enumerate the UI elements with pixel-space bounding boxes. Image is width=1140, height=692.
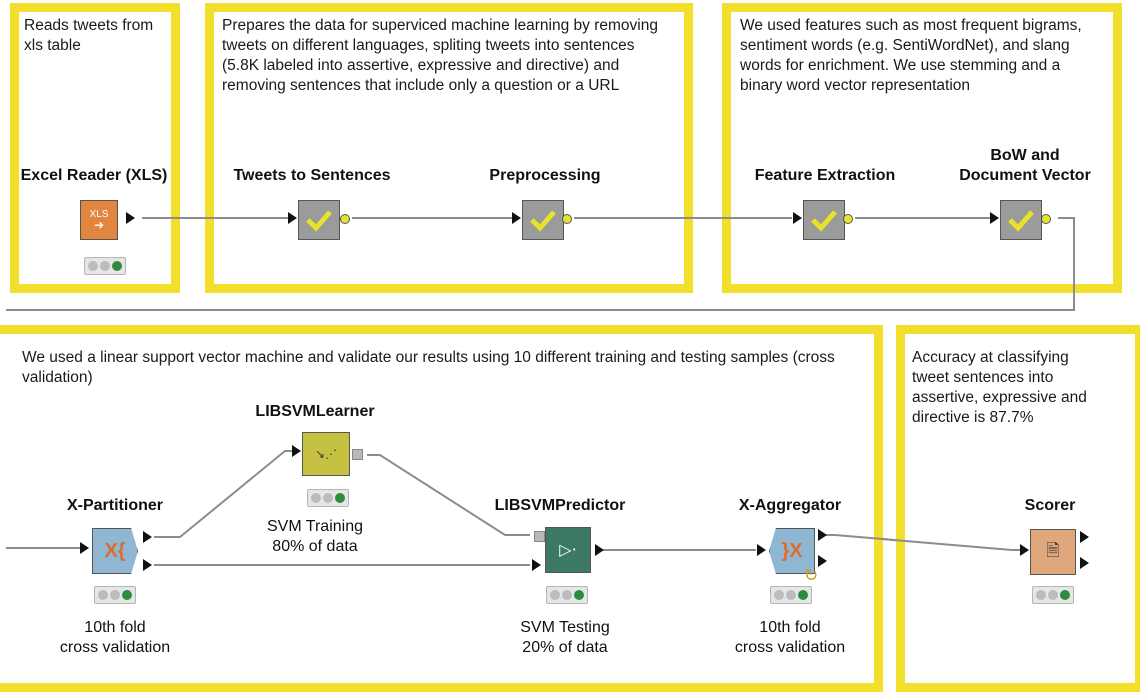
scorer-title: Scorer: [1024, 497, 1076, 514]
predictor-icon: ▷⋅: [559, 542, 577, 559]
libsvm-learner-caption-line1: SVM Training: [266, 518, 364, 535]
libsvm-learner-node[interactable]: ↘⋰: [302, 432, 350, 476]
loop-end-icon: }X: [770, 529, 814, 573]
loop-start-icon: X{: [93, 529, 137, 573]
libsvm-predictor-title: LIBSVMPredictor: [494, 497, 626, 514]
preprocessing-out-port[interactable]: [562, 214, 572, 224]
annotation-accuracy: [896, 325, 1140, 692]
libsvm-predictor-status: [546, 586, 588, 604]
libsvm-predictor-out-port[interactable]: [595, 544, 604, 556]
x-aggregator-node[interactable]: }X: [769, 528, 815, 574]
scorer-out-port-1[interactable]: [1080, 531, 1089, 543]
annotation-reader: [10, 3, 180, 293]
x-aggregator-out-port-2[interactable]: [818, 555, 827, 567]
scorer-node[interactable]: 🗎: [1030, 529, 1076, 575]
libsvm-predictor-caption-line2: 20% of data: [522, 639, 608, 656]
annotation-features: [722, 3, 1122, 293]
x-partitioner-status: [94, 586, 136, 604]
annotation-accuracy-text: Accuracy at classifying tweet sentences …: [912, 349, 1087, 426]
feature-extraction-out-port[interactable]: [843, 214, 853, 224]
bow-out-port[interactable]: [1041, 214, 1051, 224]
annotation-features-text: We used features such as most frequent b…: [740, 17, 1082, 94]
x-partitioner-caption-line1: 10th fold: [84, 619, 146, 636]
checkmark-icon: [1001, 201, 1041, 239]
x-aggregator-out-port-1[interactable]: [818, 529, 827, 541]
x-partitioner-in-port[interactable]: [80, 542, 89, 554]
bow-in-port[interactable]: [990, 212, 999, 224]
x-partitioner-node[interactable]: X{: [92, 528, 138, 574]
x-partitioner-out-port-test[interactable]: [143, 559, 152, 571]
annotation-svm-text: We used a linear support vector machine …: [22, 349, 835, 386]
x-partitioner-title: X-Partitioner: [66, 497, 163, 514]
scorer-status: [1032, 586, 1074, 604]
tweets-to-sentences-title: Tweets to Sentences: [233, 167, 391, 184]
checkmark-icon: [523, 201, 563, 239]
loop-start-icon-label: X{: [104, 539, 126, 562]
libsvm-predictor-model-in-port[interactable]: [534, 531, 545, 542]
xls-icon-label: XLS: [89, 209, 109, 220]
libsvm-learner-model-port[interactable]: [352, 449, 363, 460]
annotation-svm: [0, 325, 883, 692]
bow-node[interactable]: [1000, 200, 1042, 240]
excel-reader-node[interactable]: XLS➔: [80, 200, 118, 240]
x-partitioner-caption-line2: cross validation: [59, 639, 171, 656]
checkmark-icon: [804, 201, 844, 239]
tweets-out-port[interactable]: [340, 214, 350, 224]
libsvm-learner-caption-line2: 80% of data: [272, 538, 358, 555]
tweets-to-sentences-node[interactable]: [298, 200, 340, 240]
loop-arrow-icon: ↻: [804, 566, 819, 585]
bow-title-line1: BoW and: [990, 147, 1060, 164]
scorer-in-port[interactable]: [1020, 544, 1029, 556]
libsvm-predictor-caption-line1: SVM Testing: [520, 619, 610, 636]
annotation-preprocessing: [205, 3, 693, 293]
preprocessing-title: Preprocessing: [489, 167, 601, 184]
libsvm-learner-status: [307, 489, 349, 507]
bow-title-line2: Document Vector: [959, 167, 1091, 184]
checkmark-icon: [299, 201, 339, 239]
excel-reader-out-port[interactable]: [126, 212, 135, 224]
scorer-out-port-2[interactable]: [1080, 557, 1089, 569]
learner-icon: ↘⋰: [314, 447, 338, 461]
x-aggregator-caption-line2: cross validation: [734, 639, 846, 656]
preprocessing-in-port[interactable]: [512, 212, 521, 224]
libsvm-learner-title: LIBSVMLearner: [255, 403, 375, 420]
tweets-in-port[interactable]: [288, 212, 297, 224]
annotation-preprocessing-text: Prepares the data for superviced machine…: [222, 17, 658, 94]
libsvm-learner-in-port[interactable]: [292, 445, 301, 457]
feature-extraction-title: Feature Extraction: [754, 167, 896, 184]
scorer-icon: 🗎: [1046, 540, 1060, 560]
x-aggregator-title: X-Aggregator: [738, 497, 842, 514]
excel-reader-status: [84, 257, 126, 275]
feature-extraction-node[interactable]: [803, 200, 845, 240]
xls-icon: XLS➔: [89, 209, 109, 232]
excel-reader-title: Excel Reader (XLS): [20, 167, 168, 184]
loop-end-icon-label: }X: [781, 539, 803, 562]
x-partitioner-out-port-train[interactable]: [143, 531, 152, 543]
annotation-reader-text: Reads tweets from xls table: [24, 17, 154, 54]
libsvm-predictor-node[interactable]: ▷⋅: [545, 527, 591, 573]
feature-extraction-in-port[interactable]: [793, 212, 802, 224]
libsvm-predictor-data-in-port[interactable]: [532, 559, 541, 571]
x-aggregator-in-port[interactable]: [757, 544, 766, 556]
x-aggregator-status: [770, 586, 812, 604]
x-aggregator-caption-line1: 10th fold: [759, 619, 821, 636]
preprocessing-node[interactable]: [522, 200, 564, 240]
